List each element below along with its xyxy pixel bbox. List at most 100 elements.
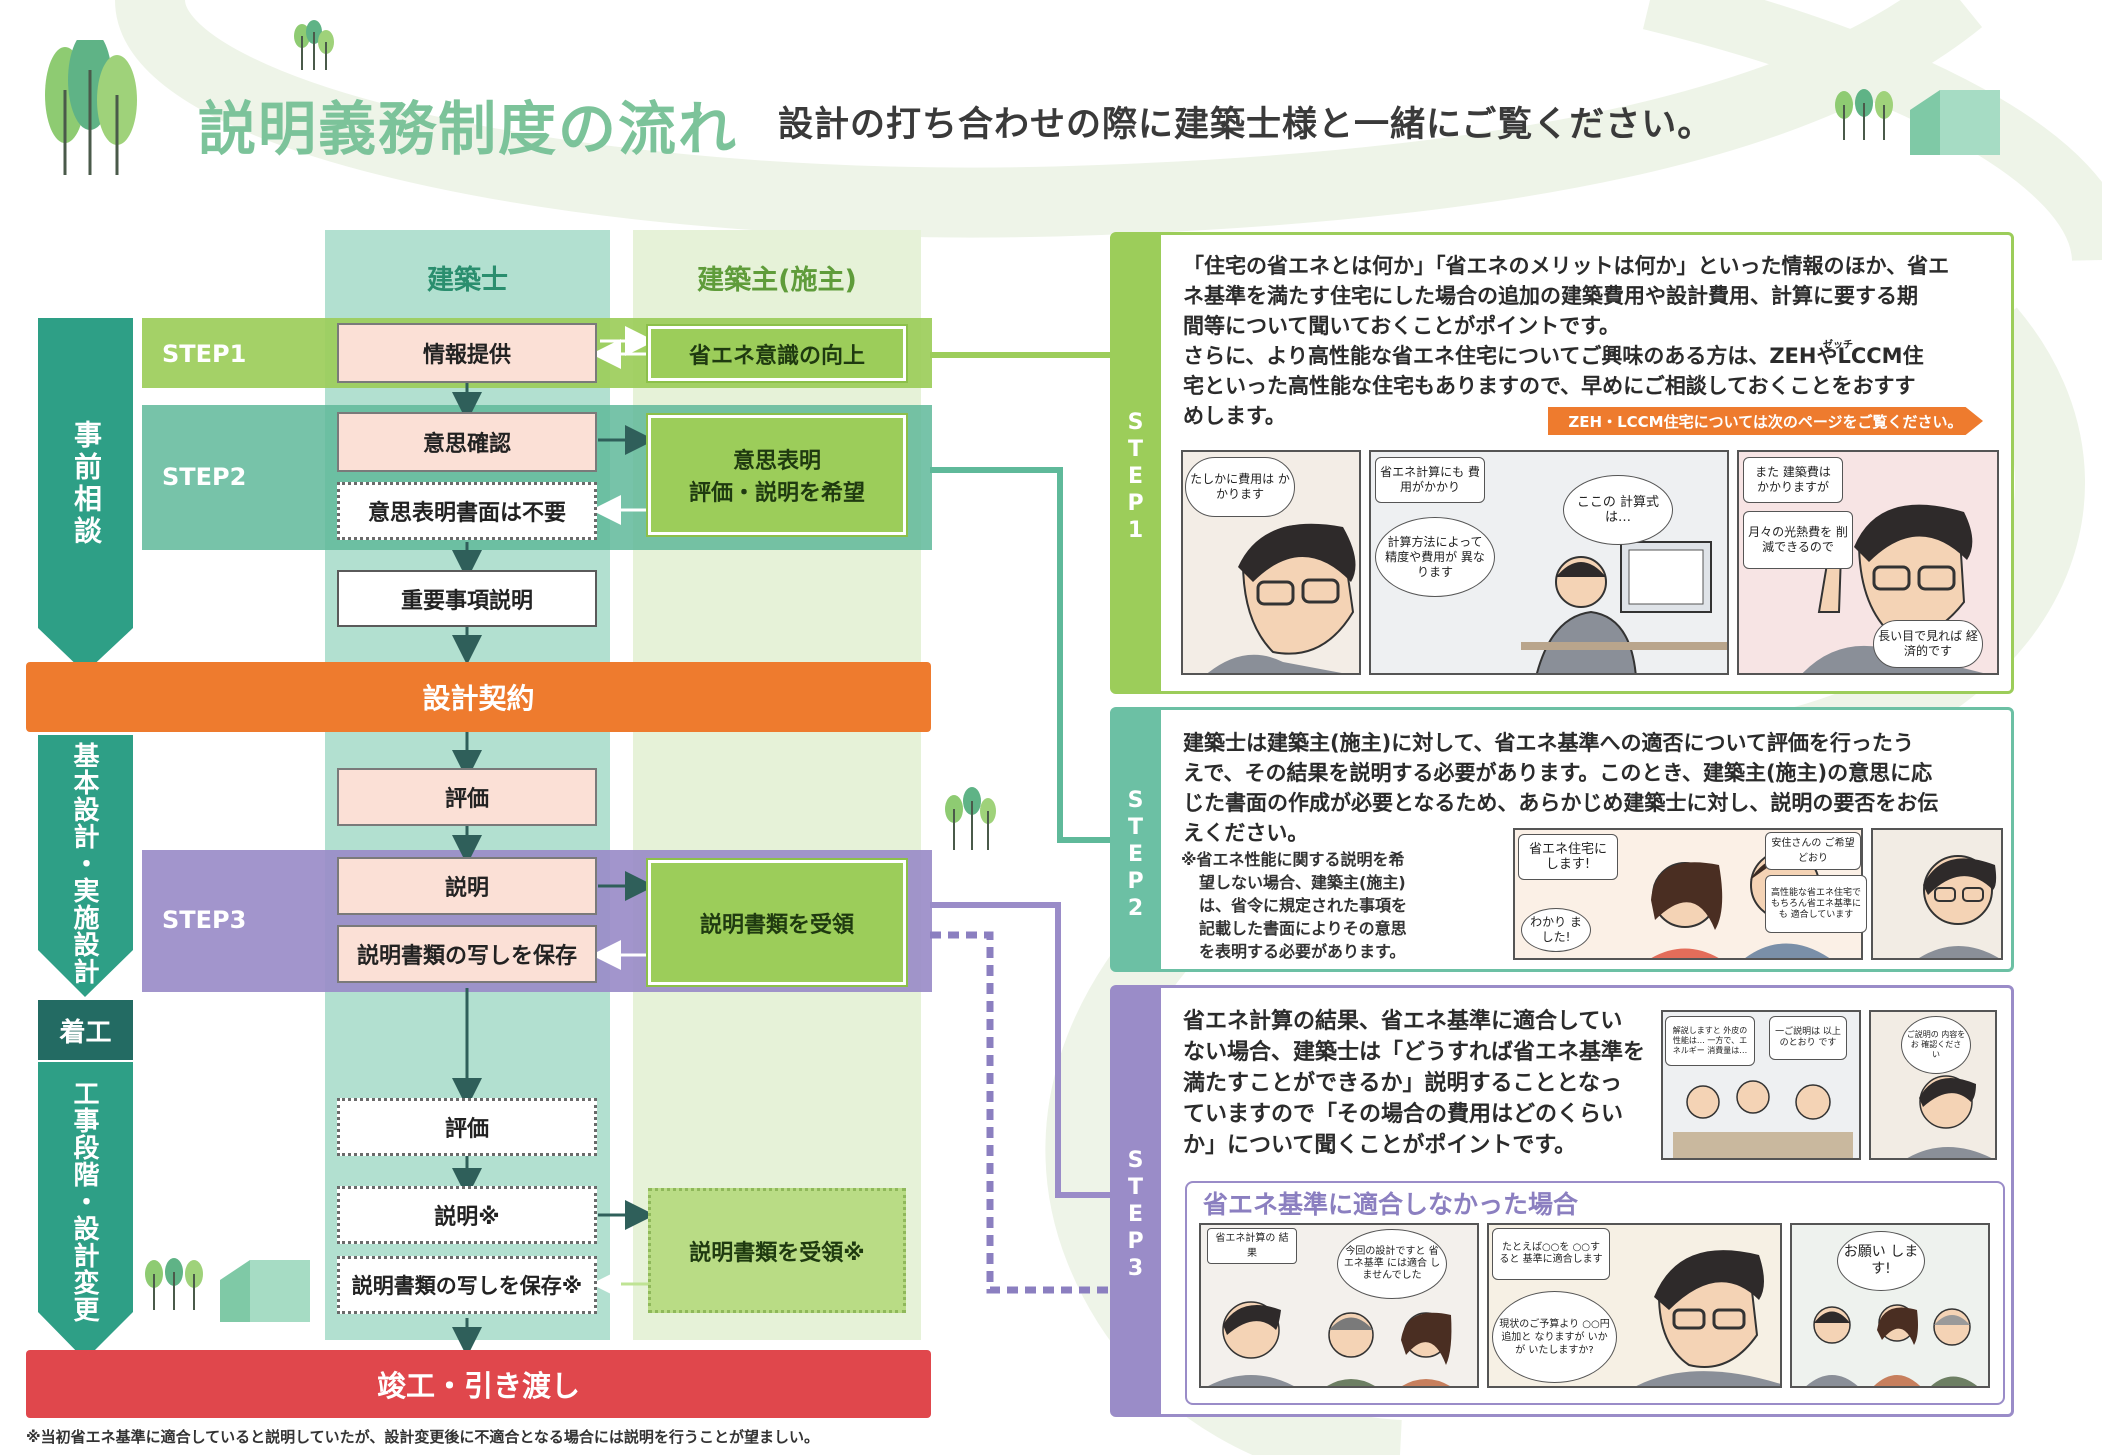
trees-middle-icon — [945, 787, 996, 850]
evaluation-box-2: 評価 — [337, 1098, 597, 1156]
step2-note-line-3: は、省令に規定された事項を — [1199, 896, 1408, 915]
step1-line-4: さらに、より高性能な省エネ住宅についてご興味のある方は、ZEHやLCCM住 — [1183, 344, 1924, 368]
step2-bubble-2: わかり ました! — [1521, 908, 1591, 952]
step2-note: ※省エネ性能に関する説明を希 望しない場合、建築主(施主) は、省令に規定された… — [1181, 848, 1511, 963]
step1-bubble-2: 省エネ計算にも 費用がかかり — [1375, 457, 1485, 503]
architect-smile-illustration — [1919, 855, 1999, 958]
zeh-lccm-banner[interactable]: ZEH・LCCM住宅については次のページをご覧ください。 — [1548, 407, 1983, 435]
step1-card-tab-label: STEP1 — [1123, 410, 1148, 545]
meeting-illustration — [1673, 1080, 1853, 1158]
architect-explaining-illustration — [1907, 1075, 1992, 1158]
handover-bar: 竣工・引き渡し — [26, 1350, 931, 1418]
step3-case-title: 省エネ基準に適合しなかった場合 — [1203, 1190, 1579, 1219]
step1-bubble-1: たしかに費用は かかります — [1185, 457, 1295, 517]
phase-arrow-construction — [38, 1062, 133, 1360]
step3-line-2: ない場合、建築士は「どうすれば省エネ基準を — [1183, 1040, 1646, 1065]
step3-text: 省エネ計算の結果、省エネ基準に適合してい ない場合、建築士は「どうすれば省エネ基… — [1183, 1006, 1663, 1161]
phase-label-start: 着工 — [38, 1000, 133, 1060]
save-copy-box-2: 説明書類の写しを保存※ — [337, 1256, 597, 1314]
intent-expression-line1: 意思表明 — [732, 449, 821, 474]
handshake-illustration — [1806, 1304, 1978, 1386]
step2-bubble-4: 高性能な省エネ住宅で もちろん省エネ基準にも 適合しています — [1765, 875, 1867, 933]
step3-line-5: か」について聞くことがポイントです。 — [1183, 1133, 1577, 1158]
step3-line-1: 省エネ計算の結果、省エネ基準に適合してい — [1183, 1009, 1623, 1034]
step3-card: STEP3 省エネ計算の結果、省エネ基準に適合してい ない場合、建築士は「どうす… — [1110, 985, 2014, 1417]
step2-label: STEP2 — [162, 463, 247, 491]
step1-bubble-4: ここの 計算式は… — [1563, 475, 1673, 545]
intent-expression-box: 意思表明 評価・説明を希望 — [646, 413, 908, 537]
step1-bubble-5: また 建築費は かかりますが — [1743, 457, 1843, 503]
step2-note-line-4: 記載した書面によりその意思 — [1199, 919, 1407, 938]
step3-card-tab-label: STEP3 — [1123, 1148, 1148, 1283]
step2-card: STEP2 建築士は建築主(施主)に対して、省エネ基準への適否について評価を行っ… — [1110, 707, 2014, 972]
intent-expression-line2: 評価・説明を希望 — [688, 481, 865, 506]
step1-line-2: ネ基準を満たす住宅にした場合の追加の建築費用や設計費用、計算に要する期 — [1183, 284, 1918, 308]
step1-text: 「住宅の省エネとは何か」「省エネのメリットは何か」といった情報のほか、省エ ネ基… — [1183, 251, 2003, 431]
step3-case-bubble-5: お願い します! — [1837, 1231, 1925, 1291]
receive-documents-box-2: 説明書類を受領※ — [648, 1188, 906, 1313]
phase-arrow-design — [38, 735, 133, 997]
phase-label-design: 基本設計・実施設計 — [69, 742, 99, 985]
footnote: ※当初省エネ基準に適合していると説明していたが、設計変更後に不適合となる場合には… — [26, 1428, 819, 1446]
step2-comic-panel-2 — [1871, 828, 2003, 960]
page-subtitle: 設計の打ち合わせの際に建築士様と一緒にご覧ください。 — [778, 105, 1714, 145]
clients-worried-illustration — [1208, 1301, 1452, 1386]
architect-proposal-illustration — [1636, 1250, 1780, 1386]
step2-bubble-1: 省エネ住宅に します! — [1518, 834, 1618, 880]
step1-line-5: 宅といった高性能な住宅もありますので、早めにご相談しておくことをおすす — [1183, 374, 1916, 398]
house-bottom-icon — [145, 1258, 310, 1322]
explanation-box-2: 説明※ — [337, 1186, 597, 1244]
step3-bubble-1: 解説しますと 外皮の性能は… 一方で、エネルギー 消費量は… — [1665, 1016, 1755, 1066]
step1-comic-panel-2 — [1369, 450, 1729, 675]
small-trees-icon — [294, 20, 334, 70]
step3-case-bubble-1: 省エネ計算の 結果 — [1207, 1228, 1297, 1264]
house-with-trees-icon — [1835, 89, 2000, 155]
step1-bubble-6: 月々の光熱費を 削減できるので — [1743, 511, 1853, 569]
receive-documents-box-1: 説明書類を受領 — [646, 858, 908, 987]
energy-awareness-box: 省エネ意識の向上 — [646, 324, 908, 383]
important-matters-box: 重要事項説明 — [337, 570, 597, 627]
step1-label: STEP1 — [162, 340, 247, 368]
step2-line-3: じた書面の作成が必要となるため、あらかじめ建築士に対し、説明の要否をお伝 — [1183, 791, 1939, 815]
step1-card: STEP1 「住宅の省エネとは何か」「省エネのメリットは何か」といった情報のほか… — [1110, 232, 2014, 694]
phase-label-pre: 事前相談 — [70, 420, 103, 548]
step3-case-bubble-2: 今回の設計ですと 省エネ基準 には適合 しませんでした — [1337, 1229, 1447, 1299]
step2-text: 建築士は建築主(施主)に対して、省エネ基準への適否について評価を行ったう えで、… — [1183, 728, 2008, 848]
phase-arrow-pre — [38, 318, 133, 673]
step3-case-panel-3 — [1790, 1223, 1990, 1388]
design-contract-bar: 設計契約 — [26, 662, 931, 732]
step3-label: STEP3 — [162, 906, 247, 934]
step2-card-tab-label: STEP2 — [1123, 788, 1148, 923]
step3-case-box: 省エネ基準に適合しなかった場合 省エネ計算の 結果 今回の設計ですと 省エネ基準… — [1185, 1181, 2005, 1405]
step3-line-3: 満たすことができるか」説明することとなっ — [1183, 1071, 1622, 1096]
step1-line-3: 間等について聞いておくことがポイントです。 — [1183, 314, 1621, 338]
zeh-ruby: ゼッチ — [1823, 340, 1853, 351]
step3-case-bubble-4: 現状のご予算より ○○円追加と なりますが いかが いたしますか? — [1492, 1291, 1617, 1383]
step1-card-tab — [1113, 235, 1161, 691]
phase-label-construction: 工事段階・設計変更 — [69, 1080, 99, 1323]
step1-bubble-7: 長い目で見れば 経済的です — [1873, 620, 1983, 668]
step3-case-bubble-3: たとえば○○を ○○すると 基準に適合します — [1492, 1228, 1610, 1280]
step3-line-4: ていますので「その場合の費用はどのくらい — [1183, 1102, 1624, 1127]
step2-line-2: えで、その結果を説明する必要があります。このとき、建築主(施主)の意思に応 — [1183, 761, 1933, 785]
step2-card-tab — [1113, 710, 1161, 969]
computer-desk-illustration — [1521, 541, 1727, 673]
explanation-box-1: 説明 — [337, 857, 597, 915]
architect-face-illustration — [1207, 523, 1356, 673]
step2-line-1: 建築士は建築主(施主)に対して、省エネ基準への適否について評価を行ったう — [1183, 731, 1914, 755]
step3-bubble-3: ご説明の 内容をお 確認くださ い — [1901, 1016, 1971, 1074]
step2-note-line-5: を表明する必要があります。 — [1199, 942, 1406, 961]
trees-icon — [45, 40, 137, 175]
page-title: 説明義務制度の流れ — [198, 95, 739, 163]
step3-bubble-2: 一ご説明は 以上のとおり です — [1769, 1016, 1847, 1060]
client-column-header: 建築主(施主) — [697, 265, 857, 296]
no-document-box: 意思表明書面は不要 — [337, 482, 597, 540]
step1-bubble-3: 計算方法によって 精度や費用が 異なります — [1375, 517, 1495, 597]
info-provide-box: 情報提供 — [337, 323, 597, 383]
save-copy-box-1: 説明書類の写しを保存 — [337, 925, 597, 983]
flow-arrows — [452, 326, 655, 1357]
step2-note-line-2: 望しない場合、建築主(施主) — [1199, 873, 1406, 892]
step2-note-line-1: ※省エネ性能に関する説明を希 — [1181, 850, 1405, 869]
step2-bubble-3: 安住さんの ご希望どおり — [1765, 832, 1861, 870]
